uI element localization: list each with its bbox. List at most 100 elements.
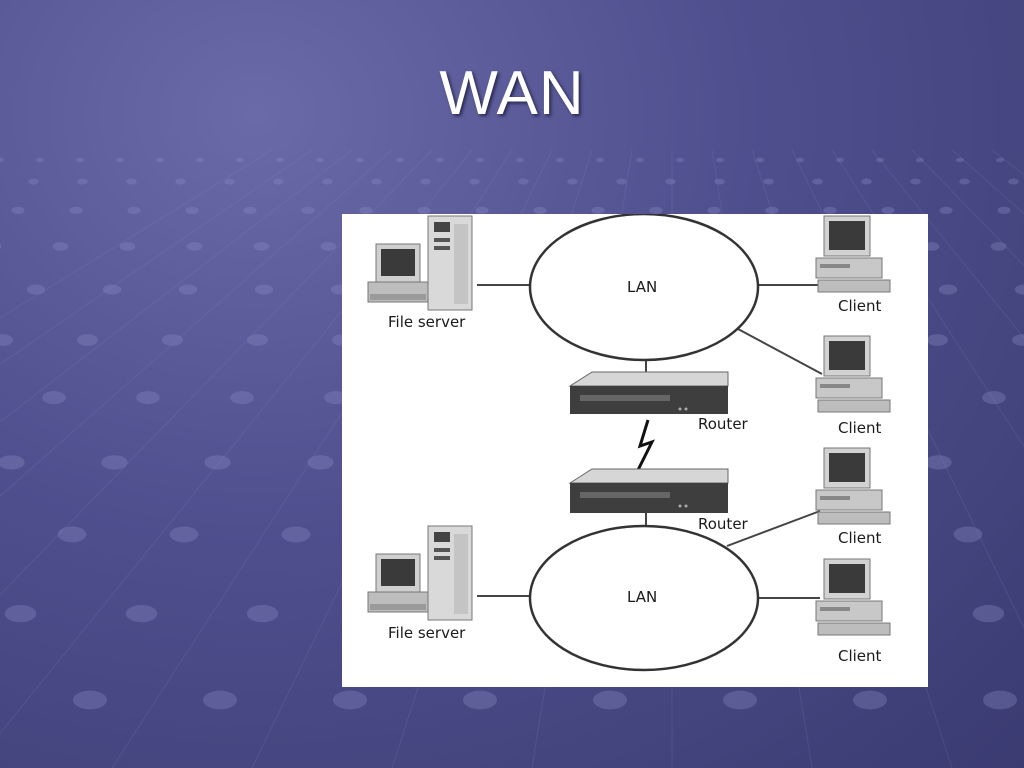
background-line [0, 149, 393, 497]
slide-title: WAN [439, 59, 585, 128]
background-dot [101, 455, 128, 470]
background-dot [556, 157, 564, 163]
background-dot [281, 526, 311, 543]
background-dot [420, 178, 431, 185]
background-dot [417, 206, 431, 215]
background-dot [126, 178, 137, 185]
background-dot [436, 157, 444, 163]
background-dot [593, 690, 627, 710]
wan-diagram: LAN LAN File server File server Router R… [342, 214, 928, 687]
background-dot [273, 178, 284, 185]
file-server-bottom-label: File server [388, 624, 466, 642]
background-dot [533, 206, 547, 215]
background-dot [861, 178, 872, 185]
background-dot [636, 157, 644, 163]
background-dot [246, 604, 279, 623]
background-dot [36, 157, 44, 163]
background-dot [616, 178, 627, 185]
background-dot [910, 178, 921, 185]
background-dot [396, 157, 404, 163]
background-dot [186, 242, 203, 251]
background-dot [982, 391, 1006, 405]
background-dot [73, 690, 107, 710]
background-dot [812, 178, 823, 185]
background-dot [11, 206, 25, 215]
background-dot [324, 391, 348, 405]
background-dot [102, 284, 122, 295]
background-line [0, 149, 313, 365]
background-dot [518, 178, 529, 185]
diagram-canvas [367, 214, 891, 672]
background-dot [356, 157, 364, 163]
background-dot [322, 178, 333, 185]
background-dot [723, 690, 757, 710]
background-dot [596, 157, 604, 163]
background-dot [52, 242, 69, 251]
background-dot [253, 242, 270, 251]
background-dot [371, 178, 382, 185]
background-dot [997, 206, 1011, 215]
link-top-lan-client2 [737, 328, 823, 375]
background-dot [665, 178, 676, 185]
client-icon-2 [815, 335, 891, 413]
background-dot [77, 334, 98, 346]
background-dot [1012, 334, 1024, 346]
background-dot [925, 455, 952, 470]
background-dot [236, 157, 244, 163]
file-server-top-label: File server [388, 313, 466, 331]
background-dot [956, 157, 964, 163]
background-dot [959, 178, 970, 185]
background-dot [707, 206, 721, 215]
client-label-2: Client [838, 419, 882, 437]
background-dot [243, 206, 257, 215]
background-dot [938, 284, 958, 295]
lan-bottom-label: LAN [627, 588, 658, 606]
background-dot [57, 526, 87, 543]
background-dot [307, 455, 334, 470]
background-dot [359, 206, 373, 215]
background-dot [716, 157, 724, 163]
background-dot [463, 690, 497, 710]
background-dot [185, 206, 199, 215]
background-dot [476, 157, 484, 163]
background-dot [28, 178, 39, 185]
background-dot [230, 391, 254, 405]
background-dot [301, 206, 315, 215]
background-dot [42, 391, 66, 405]
background-dot [983, 690, 1017, 710]
background-dot [333, 690, 367, 710]
background-dot [0, 157, 4, 163]
background-line [0, 149, 273, 319]
router-bottom-icon [568, 468, 729, 513]
client-icon-3 [815, 447, 891, 525]
background-line [951, 149, 1024, 215]
link-bottom-lan-client3 [726, 510, 821, 547]
router-top-label: Router [698, 415, 748, 433]
background-dot [162, 334, 183, 346]
background-dot [69, 206, 83, 215]
background-dot [116, 157, 124, 163]
background-dot [196, 157, 204, 163]
background-dot [649, 206, 663, 215]
client-icon-4 [815, 558, 891, 636]
client-label-4: Client [838, 647, 882, 665]
background-dot [175, 178, 186, 185]
background-dot [76, 157, 84, 163]
wan-link-icon [636, 419, 655, 471]
background-dot [996, 157, 1004, 163]
background-line [871, 149, 1024, 339]
background-dot [0, 334, 13, 346]
lan-bottom-ellipse [528, 524, 760, 672]
background-dot [823, 206, 837, 215]
background-dot [119, 242, 136, 251]
background-dot [475, 206, 489, 215]
background-line [0, 149, 353, 423]
lan-top-ellipse [528, 214, 760, 362]
background-dot [939, 206, 953, 215]
background-dot [320, 242, 337, 251]
client-label-1: Client [838, 297, 882, 315]
background-line [911, 149, 1024, 267]
background-line [0, 149, 433, 596]
background-dot [204, 455, 231, 470]
background-dot [26, 284, 46, 295]
